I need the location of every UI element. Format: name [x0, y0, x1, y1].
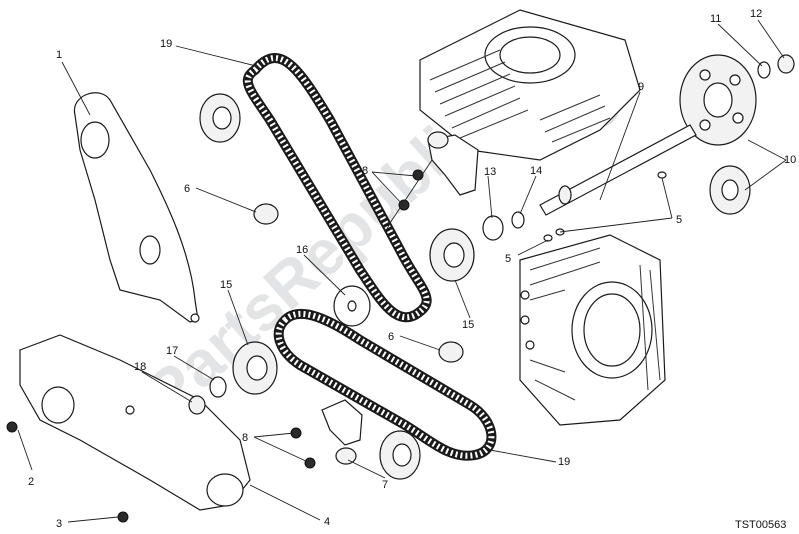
callout-1: 1	[56, 49, 62, 61]
callout-7b: 7	[382, 479, 388, 491]
callout-3: 3	[56, 518, 62, 530]
camshaft-gear-large	[679, 54, 757, 146]
lower-timing-belt	[273, 308, 497, 461]
callout-13: 13	[484, 166, 496, 178]
bolt-2	[6, 421, 18, 433]
callout-5b: 5	[505, 253, 511, 265]
callout-16: 16	[296, 244, 308, 256]
nut-18	[188, 395, 206, 415]
bolts-8-lower	[290, 427, 316, 469]
callout-11: 11	[710, 13, 721, 25]
callout-7a: 7	[384, 223, 390, 235]
cylinder-head-top	[419, 9, 641, 161]
pulley-upper-right	[429, 228, 475, 282]
pulley-upper-left	[199, 93, 241, 143]
spacer-13	[482, 215, 504, 241]
washer-16	[333, 285, 371, 327]
pulley-lower-right	[379, 430, 421, 480]
callout-6a: 6	[184, 183, 190, 195]
callout-12: 12	[750, 8, 762, 20]
callout-8a: 8	[362, 165, 368, 177]
callout-4: 4	[324, 516, 330, 528]
tensioner-bracket-lower	[321, 399, 363, 465]
callout-19b: 19	[558, 456, 570, 468]
callout-2: 2	[28, 476, 34, 488]
idler-roller-upper	[253, 203, 279, 225]
callout-5a: 5	[676, 214, 682, 226]
callout-6b: 6	[388, 331, 394, 343]
callout-15b: 15	[220, 279, 232, 291]
cylinder-head-bottom	[519, 234, 666, 426]
callout-14: 14	[530, 165, 542, 177]
bolt-3	[117, 511, 129, 523]
camshaft-gear-small	[709, 165, 751, 215]
pulley-lower-left	[232, 341, 278, 395]
callout-15a: 15	[462, 319, 474, 331]
callout-10: 10	[784, 154, 796, 166]
upper-timing-belt	[242, 53, 432, 323]
callout-17: 17	[166, 345, 178, 357]
camshaft-shaft	[539, 124, 697, 216]
leader-lines	[17, 19, 787, 523]
tensioner-bracket-upper	[427, 131, 479, 196]
callout-8b: 8	[242, 432, 248, 444]
circlip-14	[511, 211, 525, 229]
cylinder-bolt-holes	[520, 290, 535, 350]
timing-cover-upper	[73, 92, 200, 323]
callout-labels: 1 2 3 4 5 5 6 6 7 7 8 8 9 10 11 12 13 14…	[28, 8, 796, 530]
timing-cover-lower	[19, 334, 251, 511]
drawing-reference-code: TST00563	[735, 519, 786, 531]
nut	[777, 54, 795, 74]
washer-17	[209, 376, 227, 398]
callout-19a: 19	[160, 38, 172, 50]
callout-9: 9	[638, 81, 644, 93]
callout-18: 18	[134, 361, 146, 373]
idler-roller-lower	[438, 341, 464, 363]
washer	[757, 61, 771, 79]
